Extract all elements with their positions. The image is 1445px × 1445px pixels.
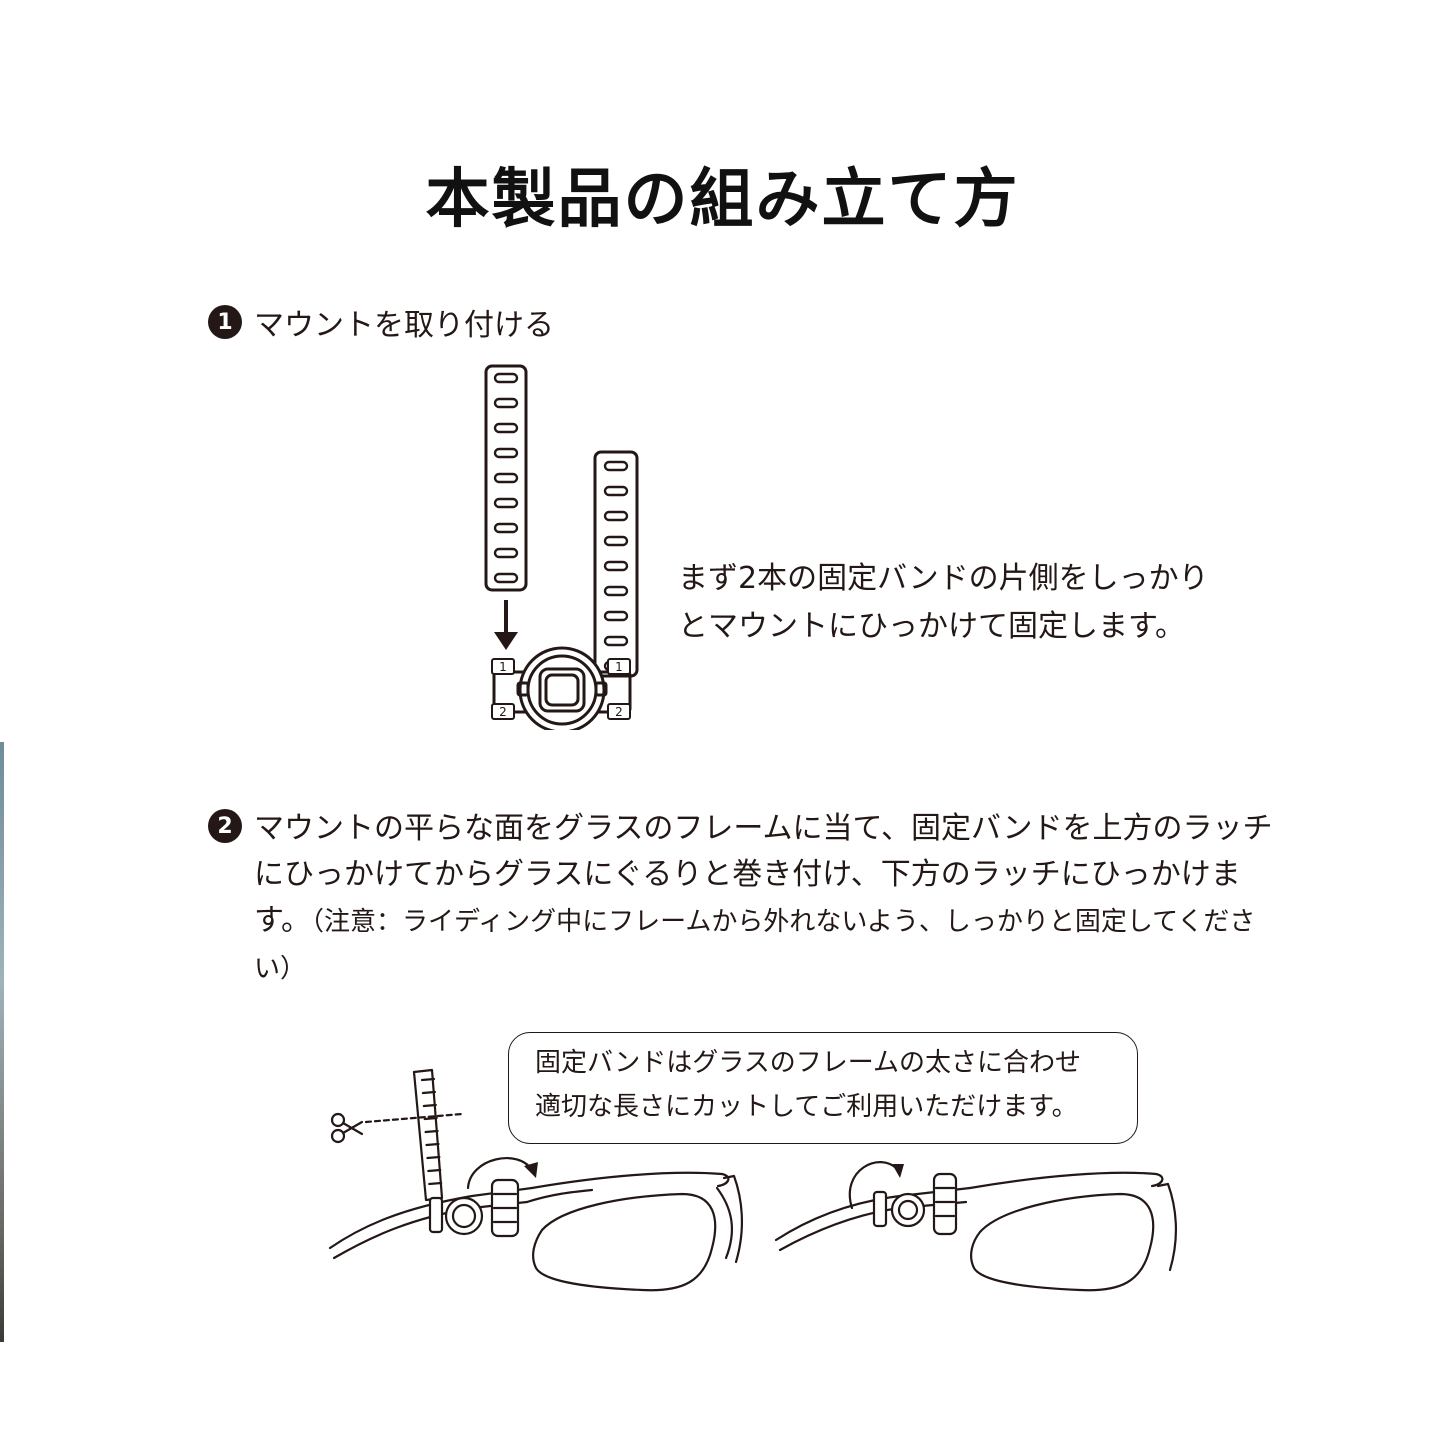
scissors-icon bbox=[330, 1112, 364, 1144]
step1-heading: 1 マウントを取り付ける bbox=[208, 300, 554, 344]
mount-body bbox=[492, 646, 632, 730]
strap-slot bbox=[603, 535, 629, 547]
strap-slot bbox=[493, 472, 519, 484]
strap-slot bbox=[493, 422, 519, 434]
right-strap bbox=[593, 450, 639, 678]
strap-slot bbox=[603, 485, 629, 497]
strap-slot bbox=[493, 522, 519, 534]
step1-description: まず2本の固定バンドの片側をしっかり とマウントにひっかけて固定します。 bbox=[678, 555, 1278, 651]
strap-slot bbox=[493, 372, 519, 384]
left-strap bbox=[484, 364, 528, 592]
step1-label: マウントを取り付ける bbox=[254, 308, 554, 343]
arrow-down-icon bbox=[494, 600, 518, 650]
rotate-arrow-icon bbox=[848, 1161, 900, 1210]
step2-number-badge: 2 bbox=[208, 809, 242, 843]
strap-slot bbox=[493, 572, 519, 584]
step1-description-line: まず2本の固定バンドの片側をしっかり bbox=[678, 561, 1209, 596]
mount-strap-illustration: 1 1 2 2 bbox=[484, 364, 639, 730]
glasses-install-illustration-after bbox=[774, 1161, 1178, 1292]
strap-slot bbox=[425, 1142, 440, 1147]
strap-slot bbox=[603, 610, 629, 622]
strap-slot bbox=[426, 1155, 441, 1160]
strap-slot bbox=[603, 510, 629, 522]
step1-number-badge: 1 bbox=[208, 305, 242, 339]
strap-slot bbox=[421, 1090, 437, 1095]
strap-slot bbox=[427, 1168, 442, 1173]
strap-slot bbox=[428, 1181, 443, 1186]
strap-slot bbox=[493, 547, 519, 559]
strap-slot bbox=[493, 447, 519, 459]
strap-slot bbox=[424, 1129, 439, 1134]
step2-text: マウントの平らな面をグラスのフレームに当て、固定バンドを上方のラッチにひっかけて… bbox=[254, 806, 1284, 992]
page-title: 本製品の組み立て方 bbox=[425, 163, 1020, 237]
rotate-arrow-icon bbox=[466, 1157, 534, 1190]
step2-heading: 2 マウントの平らな面をグラスのフレームに当て、固定バンドを上方のラッチにひっか… bbox=[208, 806, 1288, 992]
step1-description-line: とマウントにひっかけて固定します。 bbox=[678, 609, 1185, 644]
callout-line: 適切な長さにカットしてご利用いただけます。 bbox=[535, 1092, 1078, 1122]
latch-label-top-left: 1 bbox=[499, 660, 507, 674]
latch-label-top-right: 1 bbox=[615, 660, 623, 674]
callout-line: 固定バンドはグラスのフレームの太さに合わせ bbox=[535, 1048, 1082, 1078]
strap-slot bbox=[493, 397, 519, 409]
strap-slot bbox=[603, 585, 629, 597]
strap-slot bbox=[423, 1116, 438, 1121]
strap-slot bbox=[422, 1103, 437, 1108]
latch-label-bottom-left: 2 bbox=[499, 705, 507, 719]
step2-instruction: マウントの平らな面をグラスのフレームに当て、固定バンドを上方のラッチにひっかけて… bbox=[254, 811, 1273, 938]
step2-caution-note: （注意：ライディング中にフレームから外れないよう、しっかりと固定してください） bbox=[254, 907, 1256, 984]
strap-slot bbox=[603, 635, 629, 647]
strap-cut-callout: 固定バンドはグラスのフレームの太さに合わせ 適切な長さにカットしてご利用いただけ… bbox=[508, 1032, 1138, 1144]
strap-slot bbox=[420, 1077, 436, 1082]
strap-slot bbox=[493, 497, 519, 509]
strap-slot bbox=[603, 560, 629, 572]
strap-slot bbox=[603, 460, 629, 472]
edge-photo-strip bbox=[0, 742, 4, 1342]
glasses-install-illustration-before bbox=[328, 1068, 744, 1292]
latch-label-bottom-right: 2 bbox=[615, 705, 623, 719]
